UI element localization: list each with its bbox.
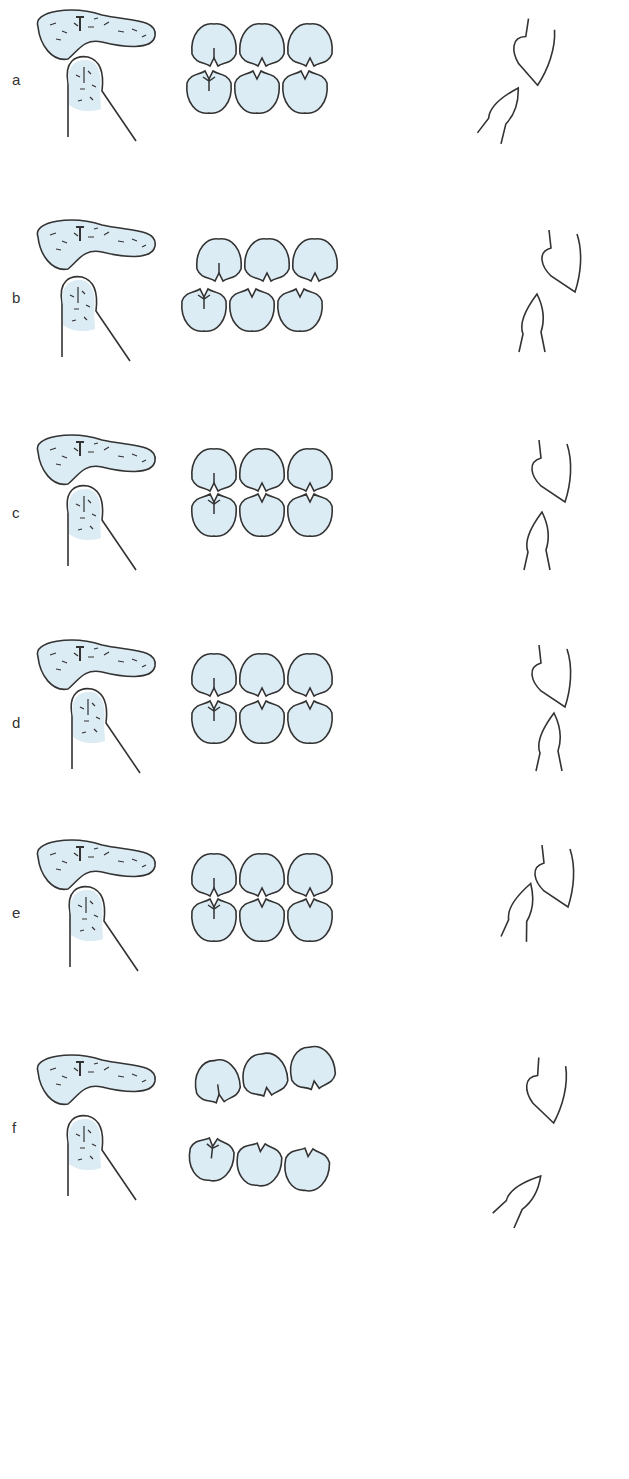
panel-letter: a bbox=[12, 72, 20, 87]
panel-letter: d bbox=[12, 715, 20, 730]
panel-letter: f bbox=[12, 1120, 16, 1135]
panel-letter: e bbox=[12, 905, 20, 920]
panel-letter: b bbox=[12, 290, 20, 305]
panel-letter: c bbox=[12, 505, 20, 520]
